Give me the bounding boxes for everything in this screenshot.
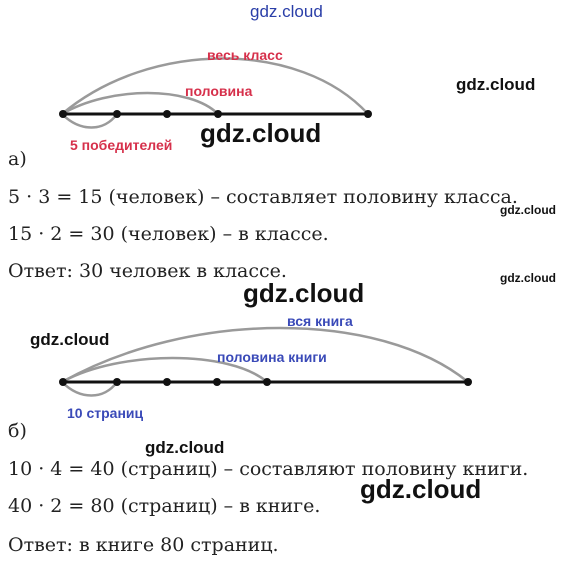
watermark-b3: gdz.cloud: [145, 438, 225, 457]
part-a-line-1: 5 · 3 = 15 (человек) – составляет полови…: [8, 186, 518, 208]
diagram-a: [59, 57, 372, 129]
point-b-2: [163, 378, 171, 386]
arc-whole-class: [61, 57, 369, 115]
point-b-5: [464, 378, 472, 386]
point-b-3: [213, 378, 221, 386]
part-b-line-2: 40 · 2 = 80 (страниц) – в книге.: [8, 495, 321, 517]
label-pages: 10 страниц: [67, 405, 144, 421]
part-b-answer: Ответ: в книге 80 страниц.: [8, 534, 279, 556]
watermark-a2: gdz.cloud: [200, 118, 322, 148]
part-a-letter: а): [8, 148, 27, 170]
arc-half-class: [61, 91, 219, 116]
watermark-a4: gdz.cloud: [500, 271, 556, 285]
point-a-4: [364, 110, 372, 118]
watermark-a1: gdz.cloud: [456, 75, 536, 94]
part-a-line-2: 15 · 2 = 30 (человек) – в классе.: [8, 223, 329, 245]
point-b-0: [59, 378, 67, 386]
label-whole-class: весь класс: [207, 47, 283, 63]
label-half-class: половина: [185, 83, 253, 99]
point-a-1: [113, 110, 121, 118]
watermark-b4: gdz.cloud: [360, 474, 482, 504]
diagram-b: [59, 326, 472, 397]
watermark-b2: gdz.cloud: [30, 330, 110, 349]
label-half-book: половина книги: [217, 349, 327, 365]
arc-whole-book: [61, 326, 469, 384]
arc-half-book: [61, 356, 268, 384]
arc-part-pages: [61, 381, 119, 397]
part-b-line-1: 10 · 4 = 40 (страниц) – составляют полов…: [8, 458, 529, 480]
point-a-3: [214, 110, 222, 118]
point-b-4: [263, 378, 271, 386]
arc-part-winners: [61, 113, 119, 129]
label-whole-book: вся книга: [287, 313, 353, 329]
point-b-1: [113, 378, 121, 386]
part-a-answer: Ответ: 30 человек в классе.: [8, 260, 287, 282]
point-a-2: [163, 110, 171, 118]
part-b-letter: б): [8, 420, 27, 442]
label-winners: 5 победителей: [70, 137, 173, 153]
watermark-top: gdz.cloud: [250, 2, 323, 21]
watermark-a3: gdz.cloud: [500, 203, 556, 217]
point-a-0: [59, 110, 67, 118]
watermark-b1: gdz.cloud: [243, 278, 365, 308]
